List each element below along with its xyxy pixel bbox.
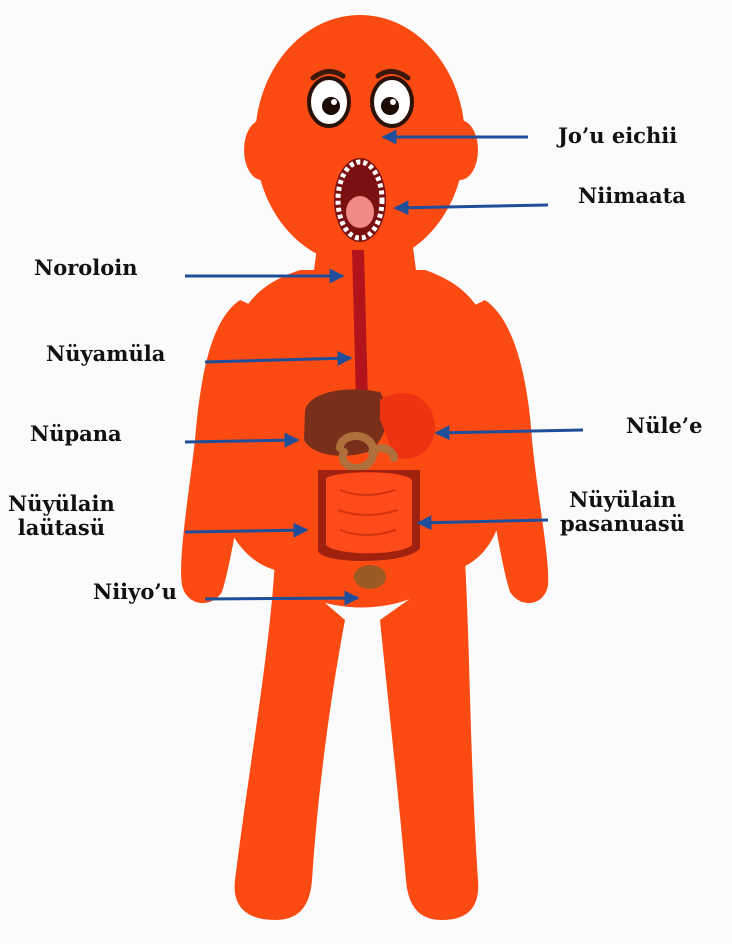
label-jo-u-eichii: Jo’u eichii (558, 124, 677, 148)
arrow-nupana (185, 440, 298, 442)
left-pupil (322, 97, 340, 115)
left-ear (244, 120, 280, 180)
label-nuyulain-lautasu-line2: laütasü (8, 516, 115, 540)
small-intestine (326, 472, 412, 553)
label-nuyulain-pasanuasu-line1: Nüyülain (560, 488, 685, 512)
label-nule-e: Nüle’e (626, 414, 702, 438)
label-niiyo-u: Niiyo’u (93, 580, 177, 604)
label-nuyulain-lautasu-line1: Nüyülain (8, 492, 115, 516)
label-nupana: Nüpana (30, 422, 122, 446)
left-leg (235, 560, 345, 920)
label-niimaata: Niimaata (578, 184, 686, 208)
right-leg (380, 560, 478, 920)
right-eye-glint (390, 99, 396, 105)
arrow-nuyulain-lautasu (185, 530, 307, 532)
rectum (354, 565, 386, 589)
right-ear (442, 120, 478, 180)
right-pupil (381, 97, 399, 115)
arrow-niiyo-u (205, 598, 358, 599)
tongue (346, 196, 374, 228)
label-nuyamula: Nüyamüla (46, 342, 165, 366)
left-eye-glint (331, 99, 337, 105)
label-nuyulain-pasanuasu: Nüyülain pasanuasü (560, 488, 685, 536)
label-nuyulain-lautasu: Nüyülain laütasü (8, 492, 115, 540)
label-noroloin: Noroloin (34, 256, 138, 280)
label-nuyulain-pasanuasu-line2: pasanuasü (560, 512, 685, 536)
